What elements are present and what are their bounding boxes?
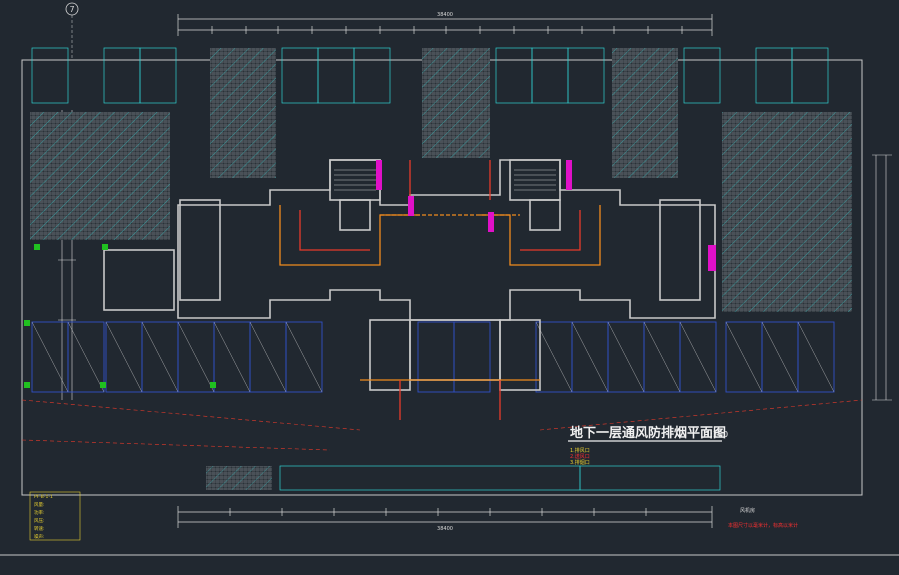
drawing-scale: 1:100: [705, 430, 728, 439]
top-dimension-line: [177, 14, 713, 36]
fire-zone-lines: [21, 399, 863, 451]
overall-dim-top: 38400: [437, 12, 453, 18]
drawing-title: 地下一层通风防排烟平面图: [570, 425, 726, 441]
parking-strip-bottom: [206, 465, 721, 491]
axis-marker: 7: [65, 2, 79, 60]
equipment-table-row: 风压:: [34, 518, 45, 524]
right-dimension-line: [872, 154, 892, 401]
axis-label: 7: [69, 5, 74, 14]
legend-note-1: 1.排风口: [570, 447, 590, 454]
legend-note-2: 2.送风口: [570, 453, 590, 460]
fan-equipment: [376, 160, 716, 271]
parking-stalls-top: [31, 47, 829, 104]
building-walls: [103, 159, 716, 391]
parking-stalls-bottom: [31, 321, 835, 393]
parking-hatch-top: [30, 48, 852, 312]
parking-stall-diagonals: [31, 321, 835, 393]
equipment-table-row: 转速:: [34, 525, 45, 532]
equipment-table: PF-B-1-1 风量: 功率: 风压: 转速: 噪声:: [29, 491, 81, 541]
bottom-dimension-line: [177, 506, 713, 528]
note-red: 本图尺寸以毫米计，标高以米计: [728, 522, 798, 529]
columns: [24, 244, 216, 388]
overall-dim-bottom: 38400: [437, 526, 453, 532]
room-label-fan: 风机房: [740, 507, 755, 514]
legend-notes: 1.排风口 2.送风口 3.排烟口: [570, 447, 590, 466]
equipment-table-row: 风量:: [34, 501, 45, 508]
stair-lines: [334, 169, 556, 191]
equipment-table-header: PF-B-1-1: [34, 494, 53, 500]
ventilation-ducts: [279, 160, 601, 420]
legend-note-3: 3.排烟口: [570, 459, 590, 466]
equipment-table-row: 功率:: [34, 509, 45, 516]
equipment-table-row: 噪声:: [34, 533, 45, 540]
